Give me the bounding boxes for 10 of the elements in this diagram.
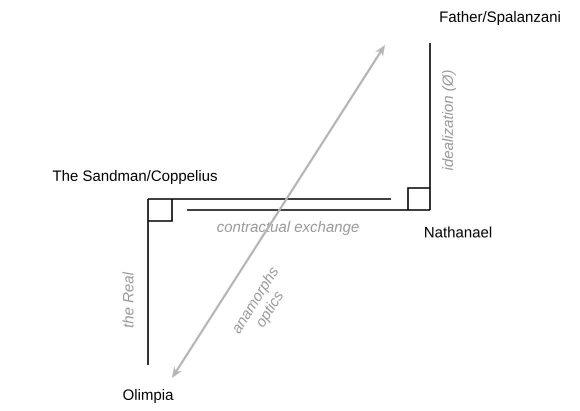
name-label: The Sandman/Coppelius bbox=[52, 170, 217, 184]
line bbox=[429, 43, 431, 210]
edge-label: idealization (Ø) bbox=[441, 68, 457, 172]
name-label: Father/Spalanzani bbox=[440, 11, 560, 25]
edge-label: the Real bbox=[122, 271, 135, 329]
name-label: Nathanael bbox=[425, 226, 492, 238]
line bbox=[147, 199, 149, 365]
line bbox=[187, 209, 430, 211]
name-label: Olimpia bbox=[123, 389, 174, 403]
line bbox=[148, 198, 391, 200]
